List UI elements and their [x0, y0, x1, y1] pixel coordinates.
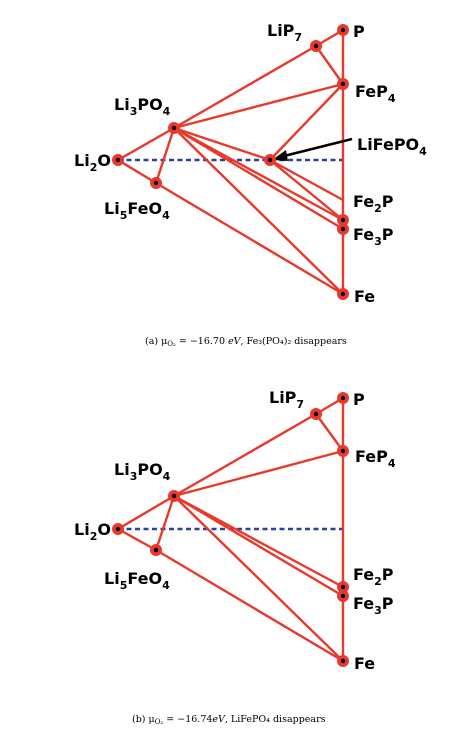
- tie-line: [173, 44, 317, 130]
- label-fe2p: Fe2P: [353, 192, 394, 215]
- node-fe3p: [337, 590, 349, 602]
- node-li3po4: [168, 122, 180, 134]
- arrow-shaft: [283, 137, 353, 158]
- tie-line: [173, 494, 344, 589]
- label-li5feo4: Li5FeO4: [104, 199, 170, 222]
- tie-line: [117, 158, 157, 185]
- tie-line: [269, 158, 344, 202]
- label-fep4: FeP4: [355, 447, 396, 470]
- label-fe3p: Fe3P: [353, 594, 394, 617]
- node-fep4: [337, 445, 349, 457]
- node-fe: [337, 655, 349, 667]
- tie-line: [173, 494, 344, 598]
- node-fep4: [337, 78, 349, 90]
- node-p: [337, 392, 349, 404]
- node-li3po4: [168, 490, 180, 502]
- label-li3po4: Li3PO4: [114, 460, 171, 483]
- tie-line: [173, 412, 317, 498]
- label-lip7: LiP7: [267, 21, 302, 44]
- tie-line: [173, 126, 344, 231]
- tie-line: [173, 126, 271, 162]
- label-li2o: Li2O: [74, 151, 111, 174]
- panel-a: LiP7 P FeP4 Li3PO4 LiFePO4 Li2O Li5FeO4 …: [74, 21, 427, 348]
- tie-line: [154, 127, 176, 184]
- lifepo4-arrow: [272, 137, 353, 161]
- node-fe3p: [337, 223, 349, 235]
- node-lip7: [310, 40, 322, 52]
- node-li5feo4: [150, 177, 162, 189]
- tie-line: [154, 495, 176, 551]
- tie-line: [155, 548, 344, 663]
- node-fe2p: [337, 581, 349, 593]
- tie-line: [173, 495, 344, 662]
- label-li2o: Li2O: [74, 520, 111, 543]
- tie-line: [315, 45, 344, 85]
- node-p: [337, 24, 349, 36]
- panel-b: LiP7 P FeP4 Li3PO4 Li2O Li5FeO4 Fe2P Fe3…: [74, 388, 396, 726]
- tie-line: [173, 82, 344, 130]
- label-fe3p: Fe3P: [353, 225, 394, 248]
- tie-line: [117, 527, 157, 552]
- label-li3po4: Li3PO4: [114, 95, 171, 118]
- node-li5feo4: [150, 544, 162, 556]
- tie-line: [173, 127, 344, 295]
- node-li2o: [112, 154, 124, 166]
- tie-line: [269, 159, 344, 221]
- node-fe: [337, 288, 349, 300]
- tie-line: [117, 126, 175, 162]
- tie-line: [117, 494, 175, 531]
- label-li5feo4: Li5FeO4: [104, 569, 170, 592]
- label-p: P: [353, 390, 365, 409]
- caption-b: (b) μO₂ = −16.74eV, LiFePO₄ disappears: [132, 714, 326, 726]
- nodes-a: [112, 24, 349, 300]
- label-lifepo4: LiFePO4: [357, 135, 427, 158]
- labels-b: LiP7 P FeP4 Li3PO4 Li2O Li5FeO4 Fe2P Fe3…: [74, 388, 396, 673]
- label-fe2p: Fe2P: [353, 565, 394, 588]
- label-fe: Fe: [354, 654, 375, 673]
- tie-line: [173, 449, 344, 498]
- tie-line: [269, 83, 344, 161]
- tie-line: [155, 181, 344, 296]
- tie-lines-a: [117, 28, 345, 296]
- tie-line: [173, 126, 344, 222]
- caption-a: (a) μO₂ = −16.70 eV, Fe₃(PO₄)₂ disappear…: [145, 336, 347, 348]
- labels-a: LiP7 P FeP4 Li3PO4 LiFePO4 Li2O Li5FeO4 …: [74, 21, 427, 306]
- label-p: P: [353, 22, 365, 41]
- label-fep4: FeP4: [355, 82, 396, 105]
- nodes-b: [112, 392, 349, 667]
- label-lip7: LiP7: [269, 388, 304, 411]
- node-li2o: [112, 523, 124, 535]
- node-fe2p: [337, 214, 349, 226]
- label-fe: Fe: [354, 287, 375, 306]
- node-lifepo4: [264, 154, 276, 166]
- tie-line: [315, 413, 344, 452]
- node-lip7: [310, 408, 322, 420]
- arrow-head: [272, 150, 288, 161]
